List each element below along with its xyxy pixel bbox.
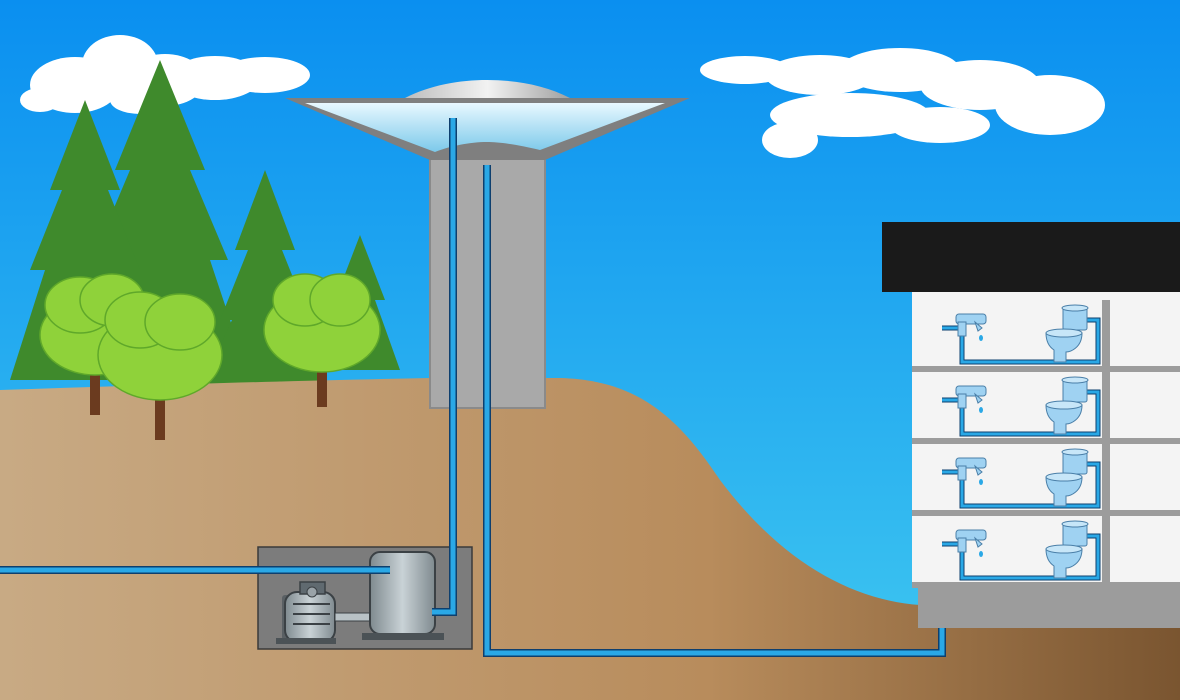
floor-slab	[912, 438, 1180, 444]
electric-motor-icon	[276, 581, 371, 644]
toilet-icon	[1045, 304, 1089, 363]
wall-divider	[1102, 516, 1110, 588]
floor-slab	[912, 366, 1180, 372]
tree-icon	[263, 273, 381, 407]
faucet-icon	[955, 529, 987, 557]
rising-main-pipe	[432, 118, 456, 615]
building-roof	[882, 222, 1180, 292]
faucet-icon	[955, 385, 987, 413]
floor-slab	[912, 510, 1180, 516]
pump-icon	[362, 551, 444, 640]
tree-icon	[97, 291, 223, 440]
building	[882, 222, 1180, 628]
cloud-icon	[700, 48, 1105, 158]
faucet-icon	[955, 457, 987, 485]
toilet-icon	[1045, 520, 1089, 579]
wall-divider	[1102, 372, 1110, 444]
toilet-icon	[1045, 448, 1089, 507]
pump-station	[257, 546, 473, 650]
faucet-icon	[955, 313, 987, 341]
wall-divider	[1102, 444, 1110, 516]
building-floor	[912, 372, 1180, 444]
tower-water	[305, 103, 665, 152]
floor-slab	[912, 582, 1180, 588]
toilet-icon	[1045, 376, 1089, 435]
tower-dome	[405, 80, 570, 98]
building-floor	[912, 516, 1180, 588]
building-floor	[912, 300, 1180, 372]
wall-divider	[1102, 300, 1110, 372]
building-floor	[912, 444, 1180, 516]
